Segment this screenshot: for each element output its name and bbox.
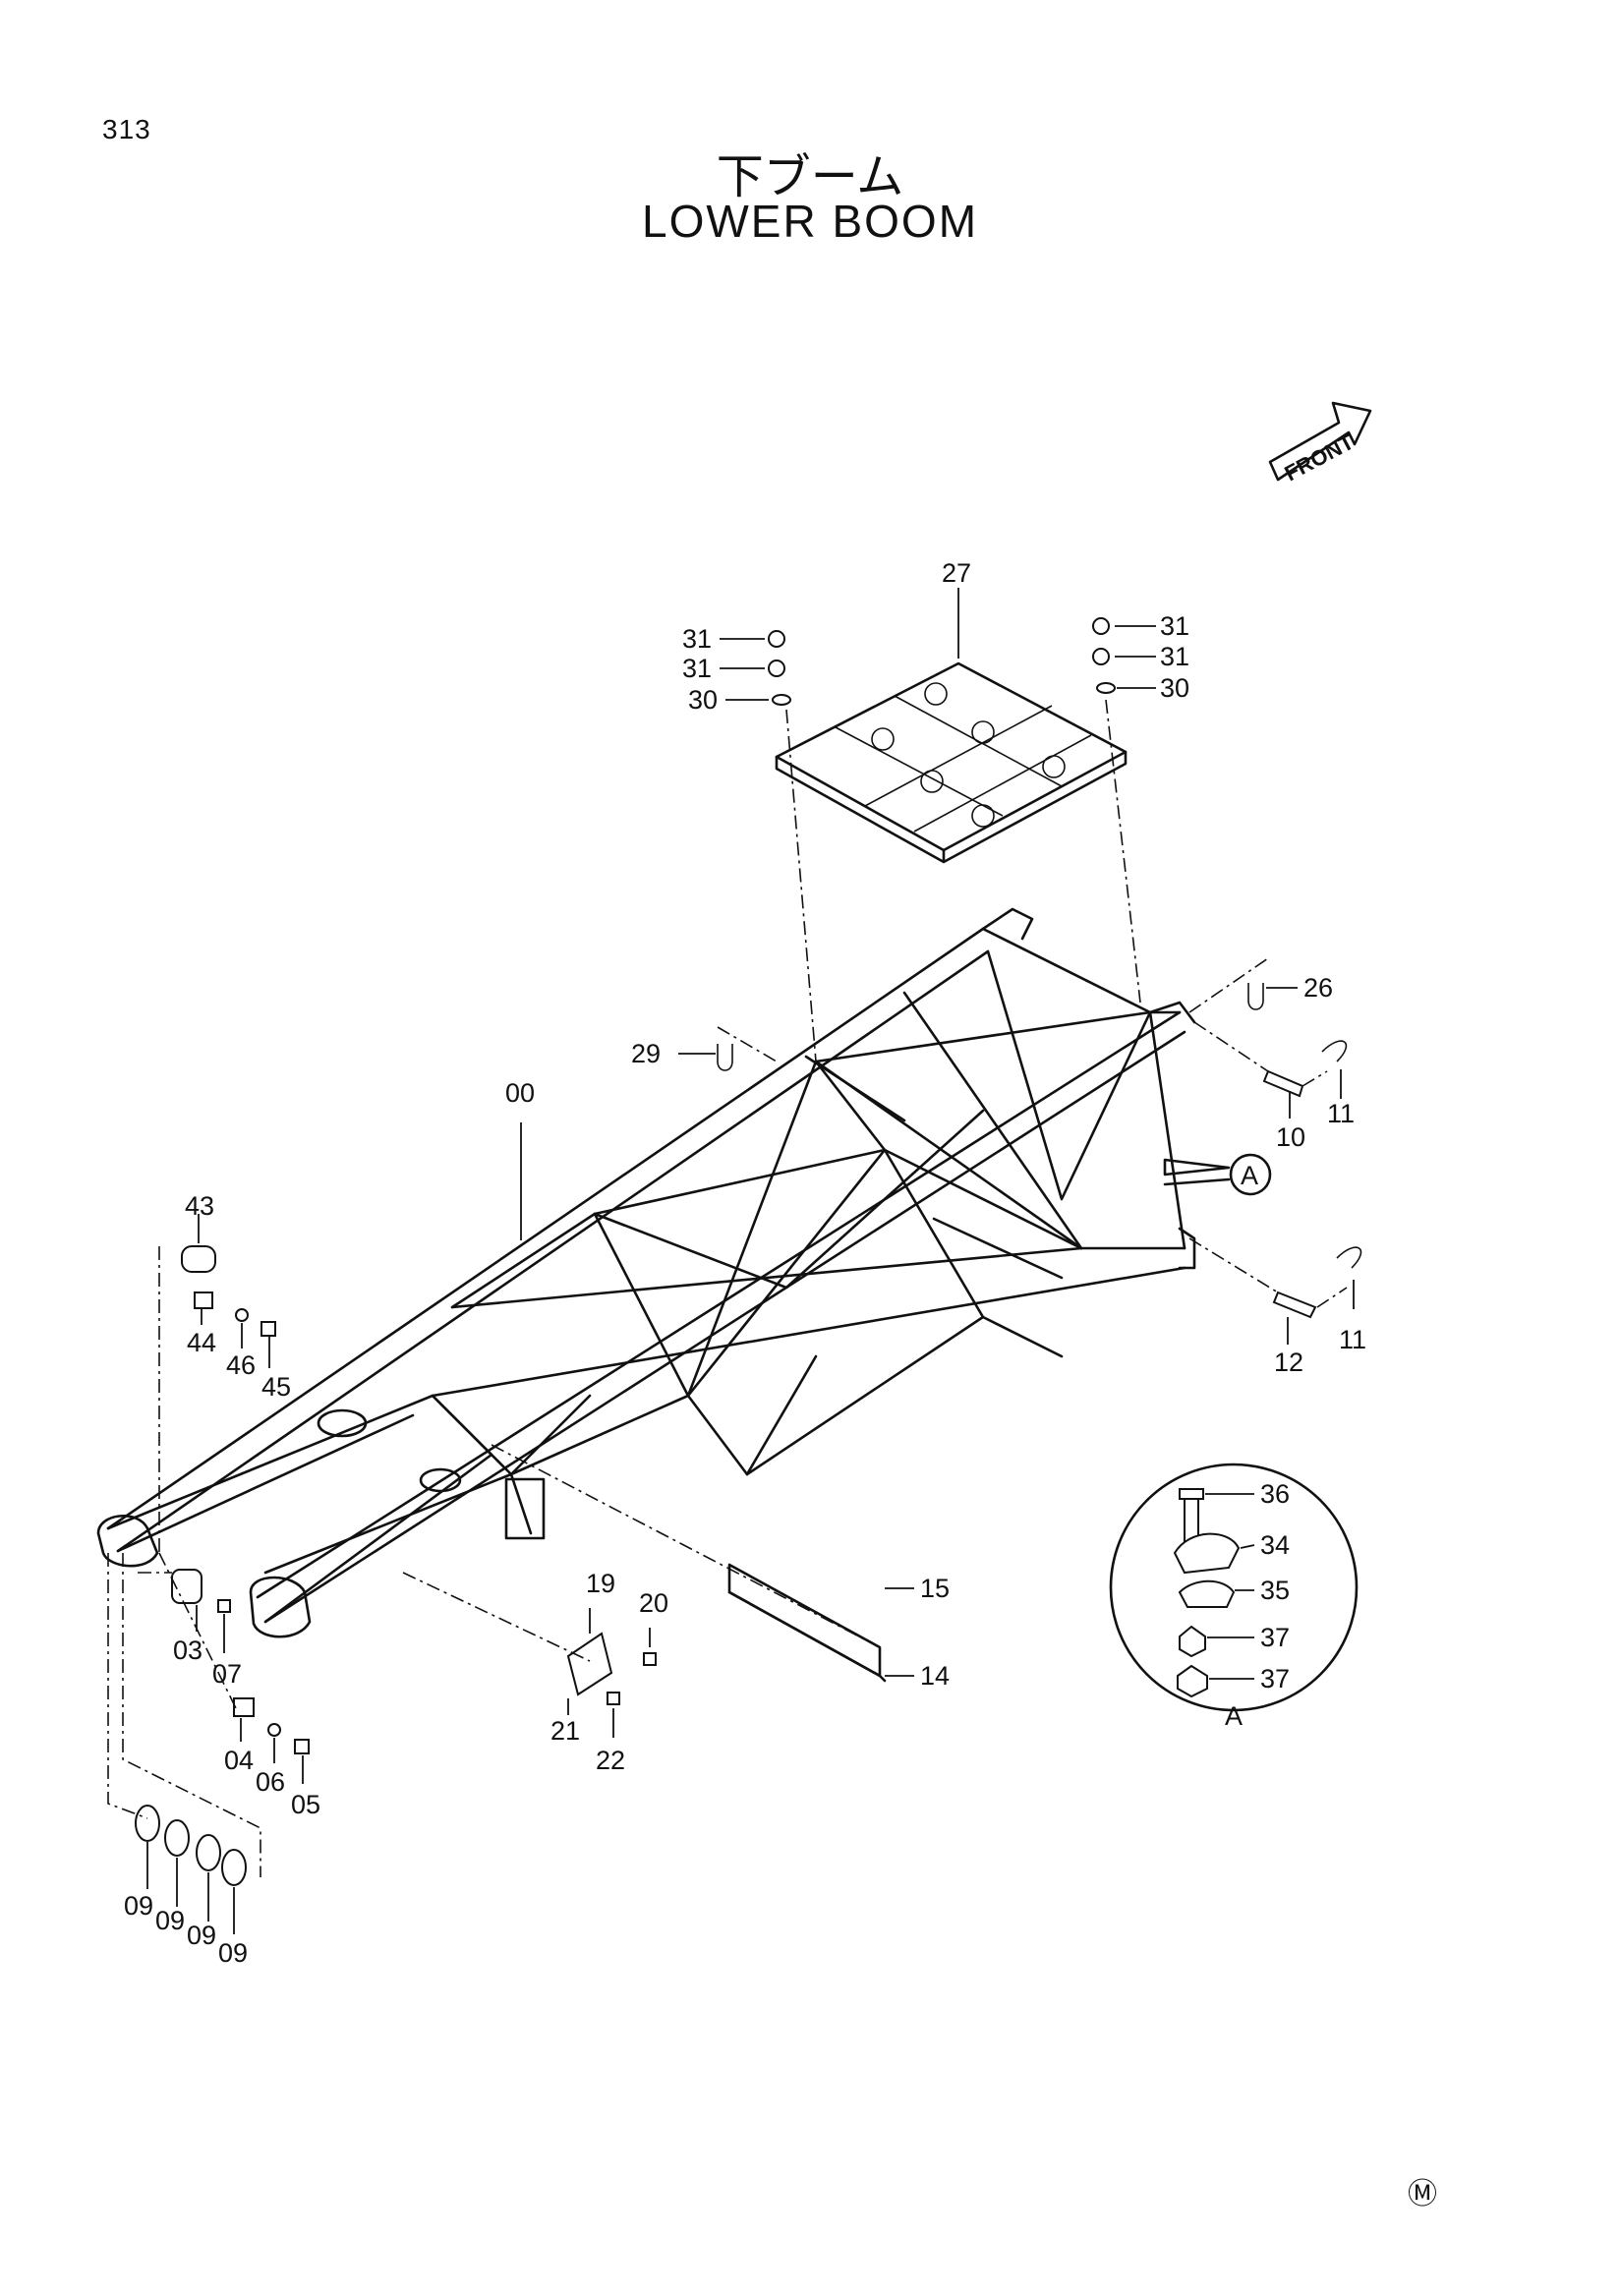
part-label-31: 31 xyxy=(1160,611,1189,641)
bolt-icon xyxy=(217,1599,231,1613)
shim-icon xyxy=(164,1819,190,1857)
part-label-27: 27 xyxy=(942,558,971,588)
pin-icon xyxy=(1272,1291,1317,1319)
part-label-31: 31 xyxy=(682,654,712,683)
part-label-37: 37 xyxy=(1260,1664,1290,1693)
part-label-05: 05 xyxy=(291,1790,320,1819)
bolt-icon xyxy=(607,1692,620,1705)
part-label-31: 31 xyxy=(1160,642,1189,671)
bolt-head-icon xyxy=(1179,1488,1204,1500)
part-label-09: 09 xyxy=(155,1906,185,1935)
part-label-10: 10 xyxy=(1276,1122,1305,1152)
bolt-icon xyxy=(294,1739,310,1754)
part-label-36: 36 xyxy=(1260,1479,1290,1509)
clamp-icon xyxy=(1173,1532,1241,1575)
detail-a-view: A xyxy=(1109,1463,1359,1731)
part-label-43: 43 xyxy=(185,1191,214,1221)
copyright-symbol: Ⓜ xyxy=(1408,2178,1437,2210)
lower-boom-frame xyxy=(96,907,1196,1638)
part-label-31: 31 xyxy=(682,624,712,654)
part-label-30: 30 xyxy=(1160,673,1189,703)
walkway-panel xyxy=(775,661,1128,864)
washer-icon xyxy=(235,1308,249,1322)
bolt-icon xyxy=(260,1321,276,1337)
page-title: LOWER BOOM xyxy=(641,196,979,247)
part-label-00: 00 xyxy=(505,1078,535,1108)
washer-icon xyxy=(772,694,791,706)
washer-icon xyxy=(267,1723,281,1737)
front-arrow-icon: FRONT xyxy=(1268,401,1372,486)
part-label-09: 09 xyxy=(124,1891,153,1921)
part-label-07: 07 xyxy=(212,1659,242,1689)
part-label-22: 22 xyxy=(596,1746,625,1775)
detail-a-label: A xyxy=(1225,1701,1243,1731)
copyright-mark: Ⓜ xyxy=(1408,2178,1437,2210)
part-label-03: 03 xyxy=(173,1636,202,1665)
part-label-44: 44 xyxy=(187,1328,216,1357)
pin-icon xyxy=(1262,1069,1304,1098)
shim-icon xyxy=(135,1805,160,1842)
u-bolt-icon xyxy=(1247,983,1264,1010)
part-label-09: 09 xyxy=(218,1938,248,1968)
part-label-11: 11 xyxy=(1327,1099,1355,1128)
page-number: 313 xyxy=(102,114,151,144)
part-label-12: 12 xyxy=(1274,1348,1303,1377)
bushing-icon xyxy=(181,1245,216,1273)
nut-icon xyxy=(1092,648,1110,665)
part-label-35: 35 xyxy=(1260,1576,1290,1605)
part-label-46: 46 xyxy=(226,1350,256,1380)
part-label-29: 29 xyxy=(631,1039,661,1068)
detail-callout: A xyxy=(1163,1153,1272,1196)
page-title-japanese: 下ブーム xyxy=(716,149,904,204)
washer-icon xyxy=(1096,682,1116,694)
part-label-21: 21 xyxy=(550,1716,580,1746)
part-label-04: 04 xyxy=(224,1746,254,1775)
nut-icon xyxy=(1179,1625,1206,1658)
part-label-15: 15 xyxy=(920,1574,950,1603)
nut-icon xyxy=(768,630,785,648)
nut-icon xyxy=(768,660,785,677)
bracket-icon xyxy=(233,1697,255,1717)
r-pin-icon xyxy=(1336,1246,1362,1269)
leader-lines xyxy=(146,588,1355,1934)
part-label-19: 19 xyxy=(586,1569,615,1598)
bolt-icon xyxy=(643,1652,657,1666)
shim-icon xyxy=(221,1849,247,1886)
part-label-09: 09 xyxy=(187,1921,216,1950)
front-label: FRONT xyxy=(1281,429,1359,486)
nut-icon xyxy=(1092,617,1110,635)
part-label-45: 45 xyxy=(261,1372,291,1402)
assembly-lines xyxy=(107,699,1348,1877)
part-label-11: 11 xyxy=(1339,1325,1366,1354)
part-label-14: 14 xyxy=(920,1661,950,1691)
part-label-30: 30 xyxy=(688,685,718,715)
clamp-icon xyxy=(1178,1579,1236,1608)
u-bolt-icon xyxy=(717,1044,733,1071)
r-pin-icon xyxy=(1321,1040,1348,1062)
callout-a-label: A xyxy=(1241,1161,1258,1190)
part-label-37: 37 xyxy=(1260,1623,1290,1652)
hardware-parts xyxy=(135,617,1362,1886)
nut-icon xyxy=(1177,1664,1208,1698)
part-label-06: 06 xyxy=(256,1767,285,1797)
part-number-labels: 31 31 30 31 31 30 27 26 29 00 10 11 12 1… xyxy=(124,558,1366,1968)
part-label-34: 34 xyxy=(1260,1530,1290,1560)
bracket-icon xyxy=(194,1292,213,1309)
part-label-26: 26 xyxy=(1303,973,1333,1003)
shim-icon xyxy=(196,1834,221,1871)
part-label-20: 20 xyxy=(639,1588,668,1618)
plate-icon xyxy=(566,1632,613,1696)
